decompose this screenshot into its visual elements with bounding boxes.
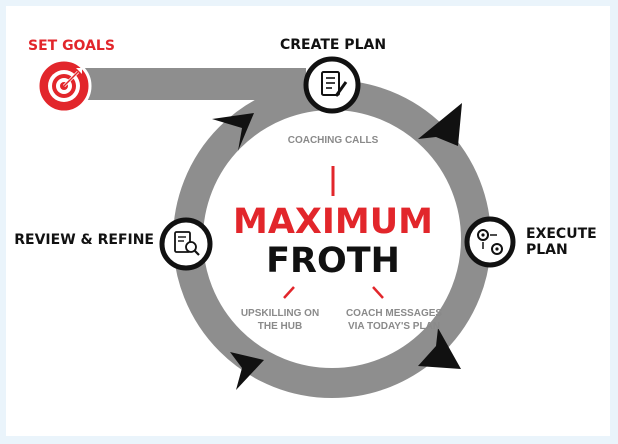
execute-plan-node [464,216,516,268]
document-search-icon [174,231,200,256]
set-goals-label: SET GOALS [28,38,115,54]
arrowhead-bottom-right [418,328,461,369]
upskilling-connector [283,286,295,299]
target-icon [48,68,82,102]
arrowhead-bottom-left [230,352,264,390]
gears-icon [477,229,503,255]
diagram-frame: SET GOALS CREATE PLAN EXECUTE PLAN REVIE… [6,6,610,436]
execute-plan-label-line1: EXECUTE [526,226,597,242]
coach-messages-label-line2: VIA TODAY'S PLAN [348,321,440,332]
execute-plan-label-line2: PLAN [526,242,568,258]
coach-messages-label-line1: COACH MESSAGES [346,308,442,319]
arrowhead-top-left [212,113,254,151]
coach-messages-connector [372,286,384,299]
review-refine-label: REVIEW & REFINE [14,232,154,248]
create-plan-node [303,56,361,114]
upskilling-label-line1: UPSKILLING ON [241,308,319,319]
set-goals-node [36,58,92,114]
coaching-calls-label: COACHING CALLS [288,135,379,146]
review-refine-node [159,217,213,271]
maximum-title: MAXIMUM [233,202,433,242]
froth-cycle-diagram: SET GOALS CREATE PLAN EXECUTE PLAN REVIE… [14,37,597,398]
upskilling-label-line2: THE HUB [258,321,302,332]
arrowhead-top-right [418,103,462,146]
create-plan-label: CREATE PLAN [280,37,386,53]
document-edit-icon [321,71,348,97]
froth-title: FROTH [266,241,400,281]
